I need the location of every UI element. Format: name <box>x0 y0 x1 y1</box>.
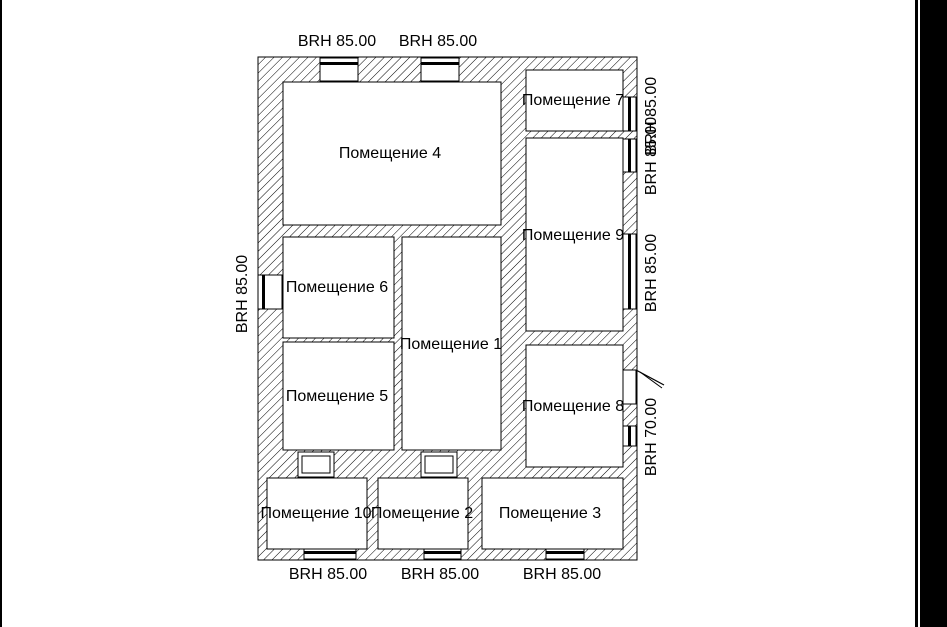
page-right-scroll-strip <box>920 0 947 627</box>
room-8 <box>525 344 624 468</box>
window-right-top-a-label: BRH 85.00 <box>643 77 660 155</box>
window-left-label: BRH 85.00 <box>234 255 251 333</box>
room-3-label: Помещение 3 <box>499 505 601 522</box>
room-10-label: Помещение 10 <box>260 505 371 522</box>
window-bottom-mid-label: BRH 85.00 <box>401 566 479 583</box>
room-9-label: Помещение 9 <box>522 227 624 244</box>
window-top-left-label: BRH 85.00 <box>298 33 376 50</box>
window-top-left <box>319 57 359 82</box>
window-bottom-right-bar <box>546 551 584 554</box>
window-right-top-b-label: BRH 85.00 <box>643 117 660 195</box>
exterior-door <box>622 369 637 405</box>
door-5-10-leaf <box>301 455 331 474</box>
door-1-2-leaf <box>424 455 454 474</box>
window-right-top-a-bar <box>628 97 631 131</box>
page-right-border <box>915 0 918 627</box>
room-5-label: Помещение 5 <box>286 388 388 405</box>
room-5 <box>282 341 395 451</box>
window-bottom-mid-bar <box>424 551 461 554</box>
window-right-low-label: BRH 70.00 <box>643 398 660 476</box>
window-top-right <box>420 57 460 82</box>
room-7 <box>525 69 624 132</box>
exterior-door-swing-2 <box>639 371 663 389</box>
window-right-mid-bar <box>628 234 631 309</box>
window-top-left-bar <box>320 62 358 65</box>
room-4-label: Помещение 4 <box>339 145 441 162</box>
window-left <box>257 274 283 310</box>
window-bottom-right-label: BRH 85.00 <box>523 566 601 583</box>
room-3 <box>481 477 624 550</box>
room-9 <box>525 137 624 332</box>
window-left-bar <box>262 275 265 309</box>
room-1 <box>401 236 502 451</box>
window-right-top-b-bar <box>628 139 631 172</box>
room-6-label: Помещение 6 <box>286 279 388 296</box>
room-2-label: Помещение 2 <box>371 505 473 522</box>
window-top-right-bar <box>421 62 459 65</box>
room-4 <box>282 81 502 226</box>
window-bottom-left-bar <box>304 551 356 554</box>
window-right-low-bar <box>628 426 631 446</box>
page-left-border <box>0 0 2 627</box>
room-2 <box>377 477 469 550</box>
room-8-label: Помещение 8 <box>522 398 624 415</box>
window-right-mid-label: BRH 85.00 <box>643 234 660 312</box>
window-bottom-left-label: BRH 85.00 <box>289 566 367 583</box>
room-1-label: Помещение 1 <box>400 336 502 353</box>
window-top-right-label: BRH 85.00 <box>399 33 477 50</box>
room-7-label: Помещение 7 <box>522 92 624 109</box>
room-6 <box>282 236 395 339</box>
